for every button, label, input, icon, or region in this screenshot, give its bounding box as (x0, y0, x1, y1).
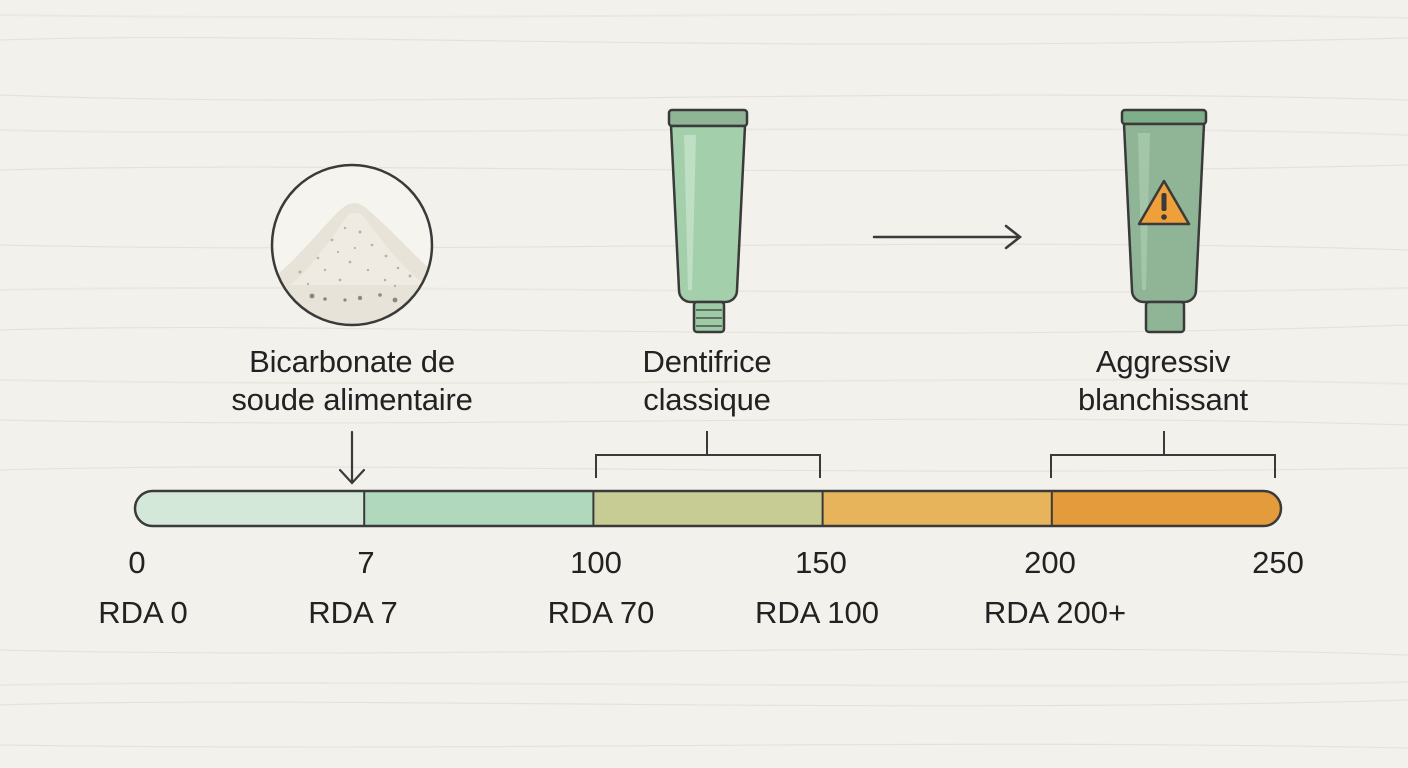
scale-outline (133, 489, 1283, 528)
scale-segment-100-150 (593, 491, 824, 526)
scale-segment-200-250 (1051, 491, 1281, 526)
powder-pile-icon (270, 163, 434, 327)
label-classic-toothpaste: Dentifrice classique (642, 344, 772, 417)
scale-segment-7-100 (364, 491, 594, 526)
rda-label: RDA 100 (754, 595, 880, 630)
tick-label: 150 (795, 545, 847, 580)
tick-label: 0 (128, 545, 146, 580)
arrow-right-icon (872, 224, 1023, 250)
rda-label: RDA 0 (98, 595, 188, 630)
scale-segment-150-200 (822, 491, 1053, 526)
bracket-aggressive (1050, 431, 1276, 478)
tick-label: 200 (1024, 545, 1076, 580)
scale-segment-0-7 (135, 491, 365, 526)
rda-label: RDA 200+ (983, 595, 1127, 630)
label-baking-soda: Bicarbonate de soude alimentaire (231, 344, 473, 417)
tick-label: 250 (1252, 545, 1304, 580)
warning-toothpaste-tube-icon (1120, 108, 1208, 334)
rda-scale-bar (133, 489, 1283, 528)
label-aggressive-whitening: Aggressiv blanchissant (1078, 344, 1248, 417)
rda-label: RDA 7 (308, 595, 398, 630)
down-arrow-icon (338, 430, 366, 485)
bracket-classic (595, 431, 821, 478)
toothpaste-tube-icon (667, 108, 749, 334)
tick-label: 100 (570, 545, 622, 580)
tick-label: 7 (357, 545, 375, 580)
warning-icon (1137, 179, 1191, 226)
rda-label: RDA 70 (547, 595, 655, 630)
